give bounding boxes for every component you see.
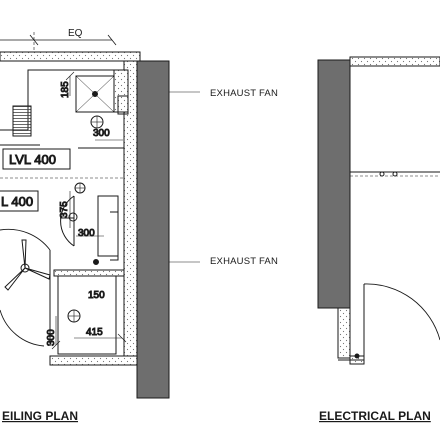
electrical-wall	[317, 59, 351, 309]
ceiling-fan-icon	[0, 228, 51, 347]
exhaust-fan-bottom-point	[93, 259, 99, 265]
main-wall	[136, 60, 170, 399]
ceiling-plan: 185 300 LVL 400 L 400	[0, 32, 200, 399]
vent-grille-icon	[12, 105, 32, 137]
ceiling-light-mid-icon	[74, 182, 86, 194]
bottom-slab	[49, 355, 138, 366]
electrical-wall-hatch	[337, 307, 351, 359]
basin-icon	[60, 195, 78, 247]
exhaust-fan-label-bottom: EXHAUST FAN	[210, 256, 278, 267]
ceiling-plan-title: EILING PLAN	[2, 409, 78, 423]
upper-shaft	[113, 69, 129, 113]
electrical-plan-title: ELECTRICAL PLAN	[319, 409, 431, 423]
dim-300-mid: 300	[78, 228, 95, 239]
dim-300-low: 300	[46, 329, 57, 346]
ceiling-light-top-icon	[90, 115, 104, 129]
electrical-plan	[317, 56, 440, 365]
electrical-point	[354, 353, 360, 359]
dim-185: 185	[60, 81, 71, 98]
exhaust-fan-top-icon	[75, 75, 115, 113]
dim-300-top: 300	[93, 128, 110, 139]
level-box-partial	[0, 190, 39, 212]
dim-415: 415	[86, 327, 103, 338]
eq-dimension	[0, 32, 117, 60]
top-slab	[0, 51, 141, 62]
switch-point-left	[379, 171, 385, 177]
switch-point-right	[392, 171, 398, 177]
dim-150: 150	[88, 290, 105, 301]
shower-area	[57, 273, 117, 355]
level-box-main	[2, 148, 71, 170]
eq-label: EQ	[68, 28, 83, 39]
electrical-top-slab	[349, 56, 440, 67]
level-label-partial: L 400	[1, 194, 33, 209]
dim-375: 375	[59, 201, 70, 218]
level-label-main: LVL 400	[9, 152, 56, 167]
ceiling-light-low-icon	[67, 309, 81, 323]
door-swing-icon	[363, 283, 440, 360]
exhaust-fan-label-top: EXHAUST FAN	[210, 88, 278, 99]
